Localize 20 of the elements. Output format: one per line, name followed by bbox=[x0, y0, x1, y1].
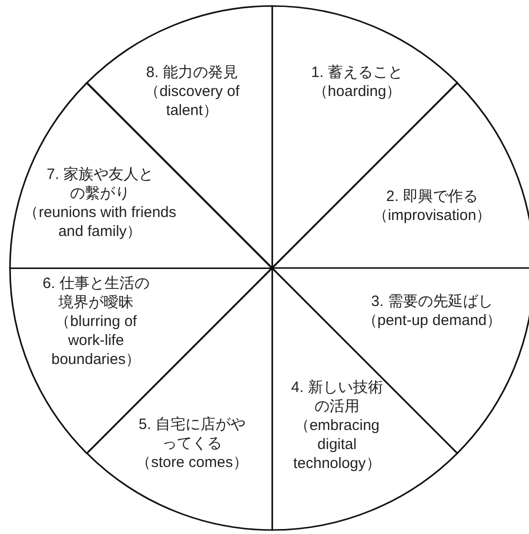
segment-title: 5. 自宅に店がやってくる bbox=[138, 415, 246, 453]
segment-translation: （reunions with friends and family） bbox=[22, 202, 178, 241]
segment-translation: （discovery of talent） bbox=[143, 82, 240, 120]
segment-title: 1. 蓄えること bbox=[310, 63, 404, 82]
segment-translation: （store comes） bbox=[135, 453, 249, 472]
segment-title: 4. 新しい技術の活用 bbox=[290, 378, 384, 416]
segment-translation: （hoarding） bbox=[312, 82, 402, 101]
segment-translation: （pent-up demand） bbox=[361, 311, 503, 330]
segment-title: 7. 家族や友人との繫がり bbox=[46, 164, 154, 203]
pie-segment bbox=[272, 82, 529, 268]
segment-title: 6. 仕事と生活の境界が曖昧 bbox=[42, 274, 150, 312]
segment-translation: （embracing digital technology） bbox=[292, 416, 382, 473]
segment-title: 3. 需要の先延ばし bbox=[370, 292, 494, 311]
pie-segment bbox=[272, 268, 529, 454]
pie-segment bbox=[10, 82, 272, 268]
pie-segment bbox=[10, 268, 272, 454]
segment-translation: （blurring of work-life boundaries） bbox=[50, 312, 142, 369]
segment-title: 8. 能力の発見 bbox=[145, 63, 239, 82]
segment-translation: （improvisation） bbox=[372, 206, 492, 225]
segment-title: 2. 即興で作る bbox=[385, 186, 479, 206]
